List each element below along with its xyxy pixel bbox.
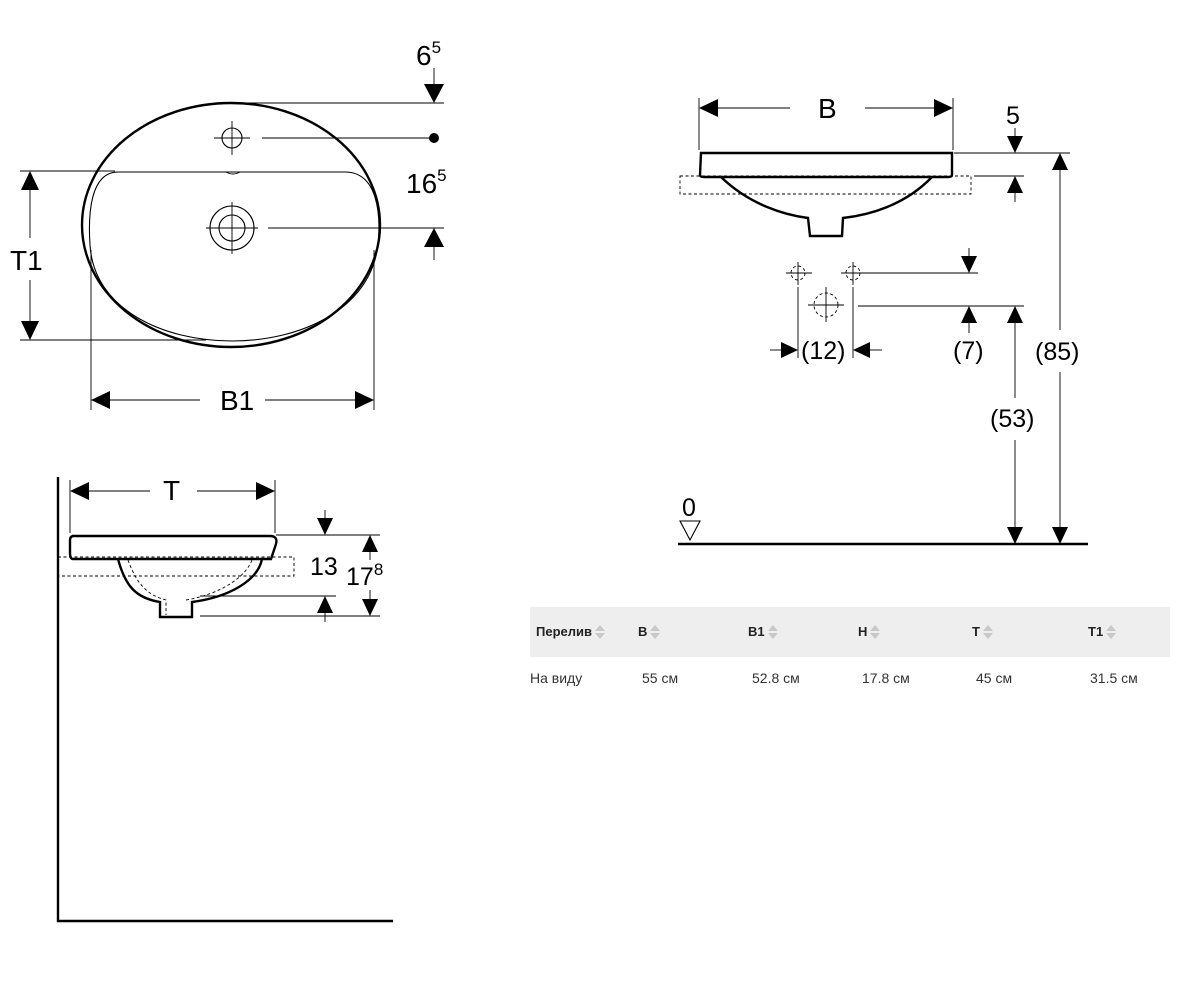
top-view: 65 165 T1 B1 [10,38,447,416]
overflow-slot [225,171,241,175]
sort-icon[interactable] [594,624,606,640]
side-view: T 13 178 [56,475,393,923]
column-header[interactable]: T [966,607,1082,657]
table-cell: 55 см [642,670,679,686]
column-header-label: Перелив [536,623,592,639]
front-waste-hole [808,287,844,322]
dim-hole-spacing: (12) [801,337,845,365]
table-cell: 45 см [976,670,1013,686]
dim-rim: 5 [1006,102,1020,130]
dim-hole-offset: (7) [953,337,984,365]
front-tap-hole-right [841,262,867,285]
front-tap-hole-left [786,262,812,285]
column-header-label: B1 [748,623,765,639]
column-header[interactable]: H [852,607,966,657]
column-header-label: T [972,623,980,639]
column-header[interactable]: Перелив [530,607,632,657]
side-basin-rim [68,534,278,561]
tap-hole [214,121,250,155]
floor-level-label: 0 [682,494,696,522]
dim-depth-t: T [163,475,180,506]
sort-icon[interactable] [767,624,779,640]
dim-width-b1: B1 [220,385,254,416]
dim-total-height: 178 [346,560,383,591]
dimension-table: Перелив B B1 H T T1 На виду 55 см 52.8 с… [530,607,1170,699]
column-header-label: T1 [1088,623,1104,639]
dim-width-b: B [818,93,837,124]
front-basin-bowl [720,176,933,238]
table-header-row: Перелив B B1 H T T1 [530,607,1170,657]
sort-icon[interactable] [1105,624,1117,640]
dim-bowl-depth: 13 [310,553,338,581]
column-header[interactable]: B1 [742,607,852,657]
side-basin-inner [127,559,253,615]
column-header[interactable]: B [632,607,742,657]
front-countertop-dashed [679,175,972,195]
sort-icon[interactable] [869,624,881,640]
table-row: На виду 55 см 52.8 см 17.8 см 45 см 31.5… [530,657,1170,699]
dim-depth-t1: T1 [10,245,43,276]
basin-outer-rim [80,101,382,349]
table-cell: 17.8 см [862,670,910,686]
column-header-label: B [638,623,648,639]
dim-tap-to-drain: 165 [406,166,447,199]
floor-level-marker [679,520,701,542]
countertop-dashed [57,556,295,577]
table-cell: 52.8 см [752,670,800,686]
side-basin-bowl [116,558,264,619]
table-cell: На виду [530,670,583,686]
front-basin-rim [698,151,954,179]
sort-icon[interactable] [649,624,661,640]
table-cell: 31.5 см [1090,670,1138,686]
dim-top-offset: 65 [416,38,441,71]
dim-rim-height: (85) [1035,338,1079,366]
column-header-label: H [858,623,868,639]
basin-inner-bowl [88,171,380,342]
column-header[interactable]: T1 [1082,607,1170,657]
front-view: B 5 ( [678,93,1088,546]
dim-waste-height: (53) [990,405,1034,433]
drain-hole [206,202,258,254]
sort-icon[interactable] [982,624,994,640]
